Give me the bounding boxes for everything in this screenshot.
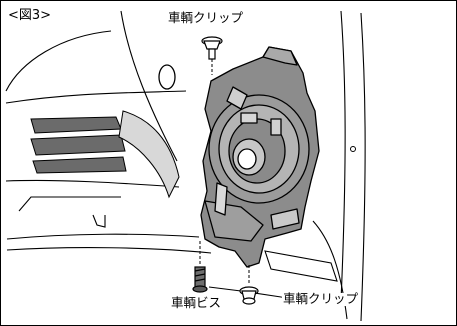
screw-part [192, 266, 208, 293]
vehicle-body-outline [5, 10, 366, 322]
bottom-clip-callout: 車輌クリップ [282, 291, 360, 306]
mounting-hole [158, 64, 176, 90]
small-hole [350, 146, 356, 152]
top-clip-callout: 車輌クリップ [167, 10, 245, 25]
figure-label: <図3> [8, 8, 52, 23]
grille-slots [30, 116, 127, 174]
bumper-recess [118, 110, 180, 199]
fog-lamp-housing [200, 46, 320, 268]
top-clip-part [201, 36, 223, 60]
bottom-clip-part [239, 286, 259, 305]
screw-callout: 車輌ビス [170, 295, 223, 310]
